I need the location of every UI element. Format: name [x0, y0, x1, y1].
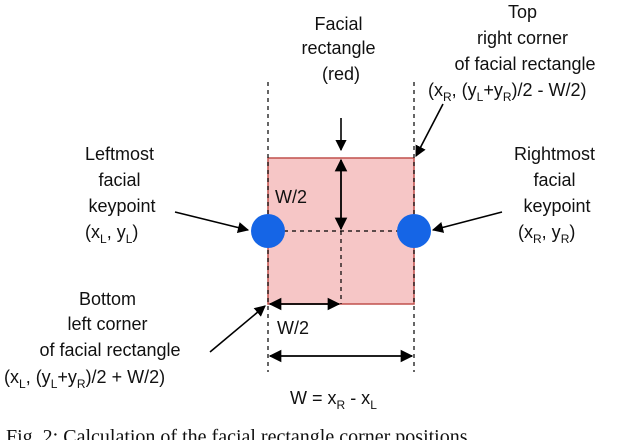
half-width-horizontal-label: W/2: [277, 318, 309, 338]
leftmost-keypoint-label: Leftmost facial keypoint: [85, 144, 159, 216]
bottom-left-formula: (xL, (yL+yR)/2 + W/2): [4, 367, 165, 391]
rightmost-keypoint-coord: (xR, yR): [518, 222, 575, 246]
top-right-pointer-arrow: [415, 103, 444, 157]
width-formula: W = xR - xL: [290, 388, 377, 412]
top-right-corner-label: Top right corner of facial rectangle: [454, 2, 595, 74]
rightmost-keypoint-label: Rightmost facial keypoint: [514, 144, 600, 216]
leftmost-keypoint: [251, 214, 285, 248]
rightmost-pointer-arrow: [431, 211, 503, 233]
bottom-left-corner-label: Bottom left corner of facial rectangle: [39, 289, 180, 360]
figure-caption: Fig. 2: Calculation of the facial rectan…: [6, 426, 468, 440]
rightmost-keypoint: [397, 214, 431, 248]
bottom-left-pointer-arrow: [209, 305, 266, 353]
top-right-formula: (xR, (yL+yR)/2 - W/2): [428, 80, 587, 104]
half-width-vertical-label: W/2: [275, 187, 307, 207]
facial-rect-label: Facial rectangle (red): [301, 14, 380, 84]
leftmost-pointer-arrow: [174, 211, 250, 234]
leftmost-keypoint-coord: (xL, yL): [85, 222, 138, 246]
